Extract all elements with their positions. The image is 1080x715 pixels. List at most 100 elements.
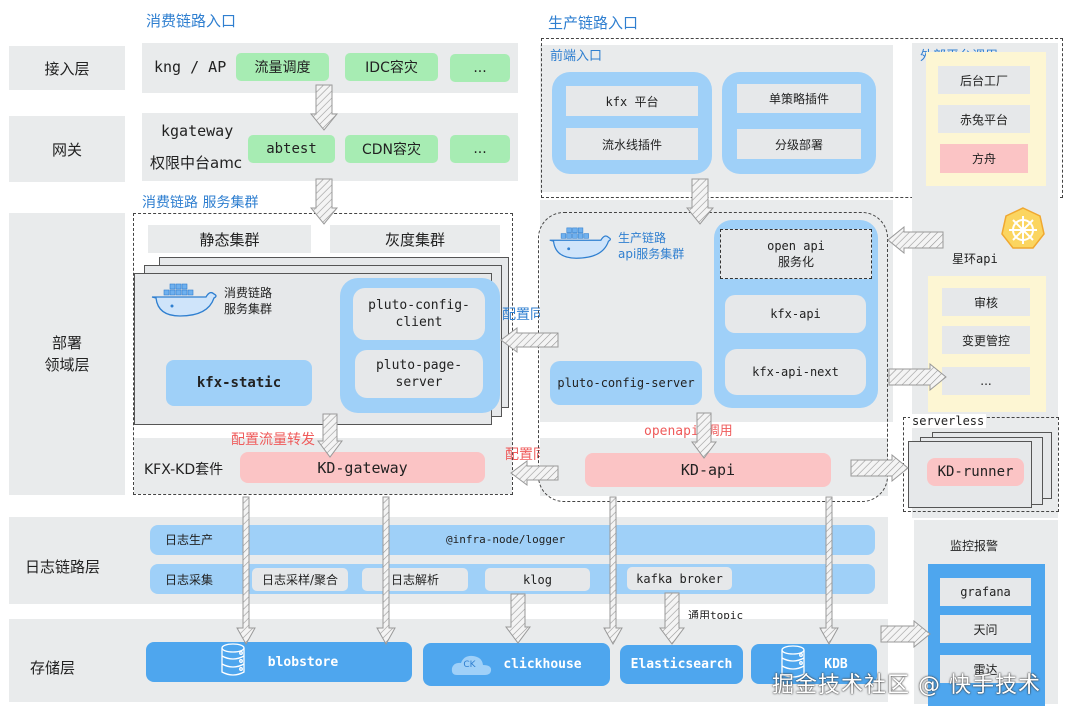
frontend-title: 前端入口 [550, 49, 603, 64]
tab-gray-cluster[interactable]: 灰度集群 [330, 225, 500, 253]
docker-label-line: 消费链路 [224, 286, 273, 300]
docker-label-line: 生产链路 [618, 231, 667, 245]
access-chip-more[interactable]: ... [450, 54, 510, 82]
monitor-item-radar[interactable]: 雷达 [940, 655, 1031, 683]
external-item-label: 方舟 [971, 152, 996, 166]
kd-gateway[interactable]: KD-gateway [240, 452, 485, 483]
arrow-kdb-to-monitor [880, 620, 932, 648]
kd-runner[interactable]: KD-runner [927, 458, 1024, 486]
forward-label: 配置流量转发 [231, 432, 315, 448]
gateway-chip-label: ... [473, 141, 487, 157]
pluto-page-server[interactable]: pluto-page- server [355, 350, 483, 398]
external-item-label: 赤兔平台 [959, 112, 1008, 127]
xinghuan-item-review[interactable]: 审核 [942, 288, 1030, 316]
arrow-xinghuan-to-api [887, 226, 945, 254]
service-label: pluto-page- [375, 358, 463, 373]
arrow-cluster-to-kd-gateway [317, 413, 343, 459]
gateway-chip-label: abtest [266, 141, 317, 157]
storage-kdb[interactable]: KDB [751, 644, 877, 684]
log-item-label: kafka broker [636, 571, 723, 586]
service-label: KD-gateway [317, 458, 408, 477]
monitor-title: 监控报警 [950, 539, 999, 553]
log-collect-sample[interactable]: 日志采样/聚合 [252, 568, 348, 591]
log-collect-kafka[interactable]: kafka broker [627, 567, 732, 590]
watermark: 掘金技术社区 @ 快手技术 [772, 673, 1041, 698]
xinghuan-item-change-control[interactable]: 变更管控 [942, 326, 1030, 354]
consume-cluster-title: 消费链路 服务集群 [142, 195, 259, 211]
produce-entry-title: 生产链路入口 [548, 14, 639, 32]
arrow-api-to-xinghuan [888, 363, 948, 391]
frontend-kfx-platform[interactable]: kfx 平台 [566, 86, 698, 116]
produce-entry-dashed-frame [541, 38, 1063, 198]
external-item-fangzhou[interactable]: 方舟 [940, 144, 1028, 173]
gateway-chip-abtest[interactable]: abtest [248, 135, 335, 163]
service-label: pluto-config-server [557, 376, 695, 390]
layer-gateway-label: 网关 [51, 140, 82, 159]
gateway-chip-cdn[interactable]: CDN容灾 [345, 135, 438, 163]
monitor-item-tianwen[interactable]: 天问 [940, 615, 1031, 643]
log-collect-klog[interactable]: klog [485, 568, 590, 591]
layer-log-label: 日志链路层 [25, 558, 101, 576]
arrow-kd-api-to-runner [850, 454, 910, 482]
service-label: open api [767, 239, 825, 253]
kfx-static-service[interactable]: kfx-static [166, 360, 312, 406]
layer-access: 接入层 [9, 46, 125, 90]
storage-label: Elasticsearch [630, 657, 733, 672]
pluto-config-client[interactable]: pluto-config- client [353, 288, 485, 340]
topic-label: 通用topic [688, 609, 744, 622]
access-chip-idc[interactable]: IDC容灾 [345, 53, 438, 81]
log-item-label: klog [523, 572, 552, 587]
arrow-openapi-call [691, 412, 717, 460]
tab-static-cluster[interactable]: 静态集群 [148, 225, 311, 253]
external-item-backend[interactable]: 后台工厂 [938, 66, 1030, 94]
gateway-chip-more[interactable]: ... [450, 135, 510, 163]
monitor-item-label: 天问 [973, 622, 998, 637]
service-label: kfx-api [770, 307, 821, 321]
consume-entry-title: 消费链路入口 [146, 12, 237, 30]
openapi-call-label: openapi 调用 [644, 424, 733, 439]
arrow-frontend-to-produce [686, 178, 714, 226]
kfx-api[interactable]: kfx-api [725, 295, 866, 333]
service-label: KD-runner [937, 464, 1014, 480]
storage-blobstore[interactable]: blobstore [146, 642, 412, 682]
arrow-gateway-to-cluster [310, 178, 338, 226]
log-produce-value: @infra-node/logger [446, 533, 566, 546]
log-item-label: 日志解析 [390, 573, 439, 587]
produce-docker-label: 生产链路 api服务集群 [618, 230, 684, 262]
open-api-service[interactable]: open api 服务化 [720, 229, 872, 279]
access-chip-label: IDC容灾 [365, 60, 418, 76]
service-label: pluto-config- [368, 298, 470, 313]
tab-label: 灰度集群 [384, 230, 445, 249]
log-produce-label: 日志生产 [165, 533, 214, 547]
docker-label-line: api服务集群 [618, 247, 685, 261]
arrow-gateway-to-blobstore-1 [236, 496, 256, 646]
frontend-pipeline-plugin[interactable]: 流水线插件 [566, 128, 698, 160]
arrow-kafka-to-elasticsearch [659, 592, 685, 646]
service-label: kfx-api-next [752, 365, 839, 379]
database-icon [220, 643, 246, 681]
service-label: server [395, 375, 443, 390]
kd-api[interactable]: KD-api [585, 453, 831, 487]
frontend-single-strategy[interactable]: 单策略插件 [737, 84, 861, 113]
storage-clickhouse[interactable]: CK clickhouse [423, 643, 610, 686]
frontend-item-label: 流水线插件 [601, 137, 662, 152]
kfx-api-next[interactable]: kfx-api-next [725, 349, 866, 395]
arrow-access-to-gateway [310, 84, 338, 132]
frontend-tiered-deploy[interactable]: 分级部署 [737, 129, 861, 159]
access-row-label: kng / AP [154, 58, 227, 76]
frontend-item-label: 分级部署 [774, 137, 823, 152]
helm-wheel-icon [1000, 206, 1046, 252]
access-chip-label: 流量调度 [254, 60, 311, 76]
monitor-item-label: 雷达 [973, 662, 998, 677]
xinghuan-item-more[interactable]: ... [942, 367, 1030, 395]
external-item-chitu[interactable]: 赤兔平台 [938, 105, 1030, 133]
storage-label: blobstore [267, 654, 339, 670]
kd-suite-label: KFX-KD套件 [144, 462, 224, 478]
monitor-item-grafana[interactable]: grafana [940, 578, 1031, 606]
pluto-config-server[interactable]: pluto-config-server [550, 361, 702, 405]
arrow-config-sync-red [510, 460, 560, 486]
storage-elasticsearch[interactable]: Elasticsearch [620, 645, 743, 684]
access-chip-traffic[interactable]: 流量调度 [236, 53, 329, 81]
storage-label: clickhouse [503, 657, 582, 672]
serverless-title: serverless [910, 414, 987, 428]
